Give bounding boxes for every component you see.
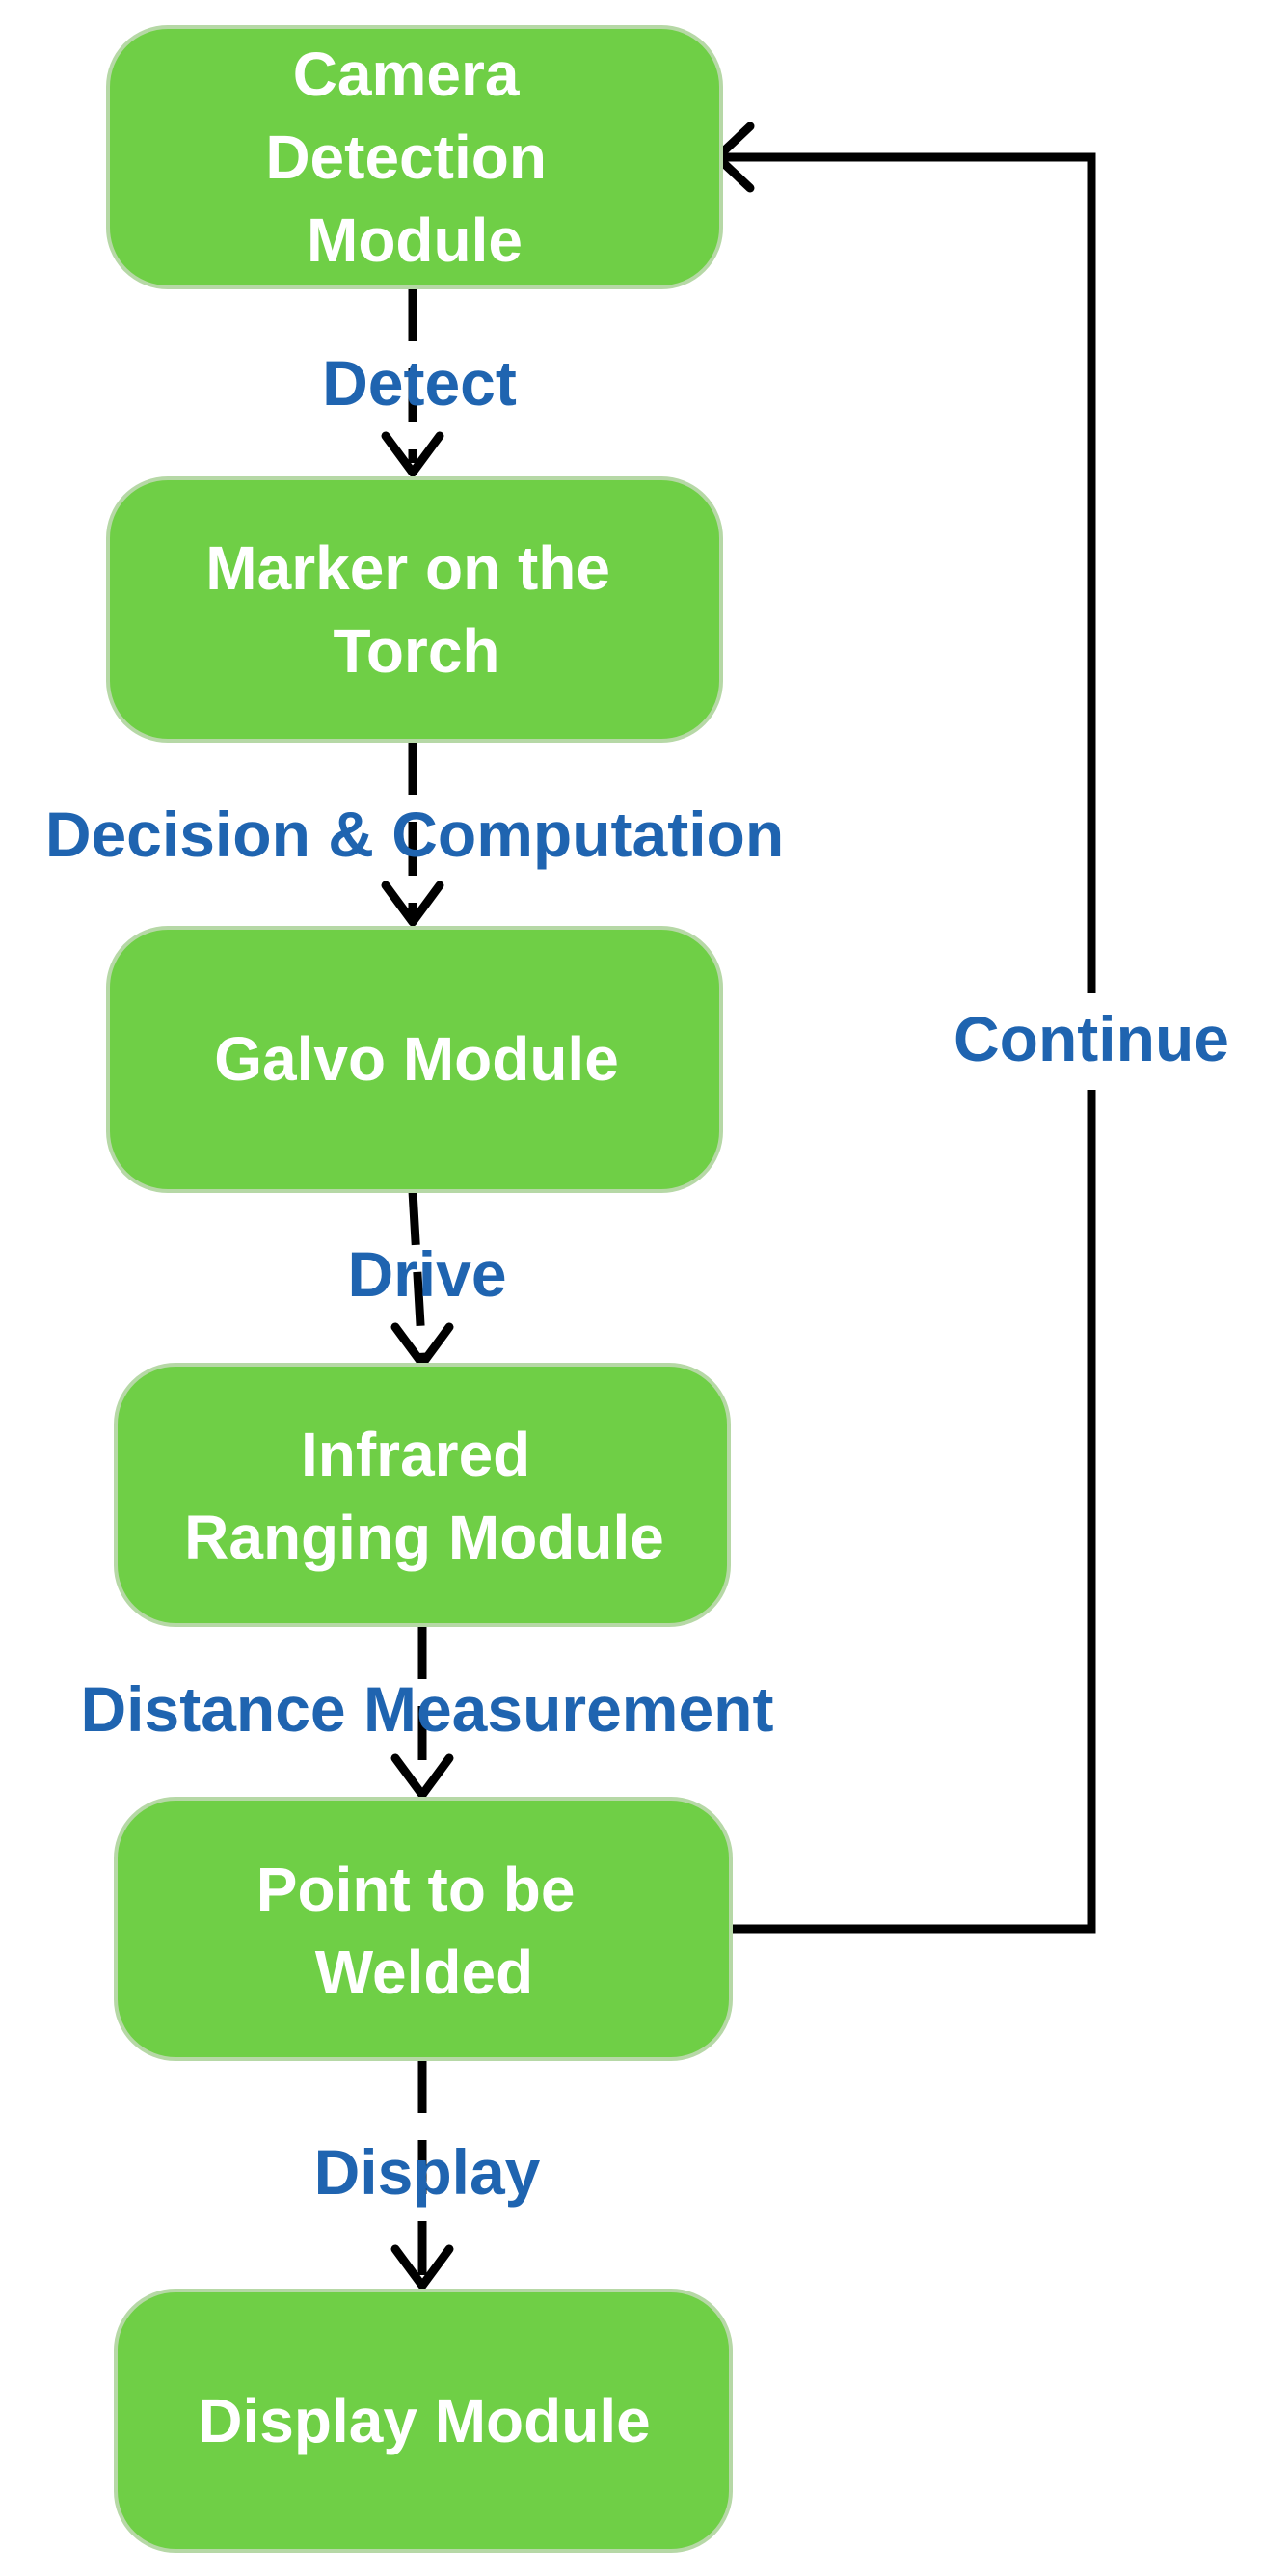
arrow-head-icon bbox=[381, 881, 444, 927]
edge-line bbox=[408, 1190, 427, 1359]
node-label-line: Welded bbox=[315, 1938, 533, 2007]
edge-continue: Continue bbox=[712, 122, 1229, 1934]
node-marker-on-the-torch: Marker on the Torch bbox=[106, 476, 723, 743]
node-camera-detection-module: Camera Detection Module bbox=[106, 25, 723, 289]
node-display-module: Display Module bbox=[114, 2289, 733, 2553]
node-label-line: Detection bbox=[265, 122, 547, 192]
node-label: Infrared Ranging Module bbox=[184, 1420, 664, 1572]
node-label: Galvo Module bbox=[214, 1024, 619, 1094]
edge-label-decision-computation: Decision & Computation bbox=[45, 799, 784, 870]
node-point-to-be-welded: Point to be Welded bbox=[114, 1797, 733, 2061]
edge-display: Display bbox=[314, 2059, 541, 2291]
arrow-head-icon bbox=[390, 1753, 454, 1800]
arrow-head-icon bbox=[390, 2244, 454, 2291]
node-box bbox=[106, 926, 723, 1193]
node-infrared-ranging-module: Infrared Ranging Module bbox=[114, 1363, 731, 1627]
node-label-line: Ranging Module bbox=[184, 1503, 664, 1572]
node-label-line: Torch bbox=[333, 616, 499, 686]
edge-distance: Distance Measurement bbox=[81, 1625, 774, 1800]
node-label-line: Infrared bbox=[301, 1420, 530, 1489]
edge-decision: Decision & Computation bbox=[45, 741, 784, 927]
edge-label-detect: Detect bbox=[322, 347, 517, 419]
node-label-line: Marker on the bbox=[205, 533, 610, 603]
node-label: Display Module bbox=[198, 2386, 650, 2455]
edge-label-display: Display bbox=[314, 2136, 541, 2208]
node-label-line: Point to be bbox=[256, 1855, 576, 1924]
node-label: Marker on the Torch bbox=[205, 533, 627, 686]
node-label-line: Module bbox=[307, 205, 523, 275]
node-box bbox=[114, 2289, 733, 2553]
node-box bbox=[114, 1363, 731, 1627]
node-box bbox=[106, 25, 723, 289]
edge-detect: Detect bbox=[322, 287, 517, 477]
edge-label-distance-measurement: Distance Measurement bbox=[81, 1673, 774, 1745]
edge-label-drive: Drive bbox=[347, 1238, 506, 1310]
arrow-head-icon bbox=[390, 1322, 454, 1369]
arrow-head-icon bbox=[381, 431, 444, 477]
node-label: Camera Detection Module bbox=[265, 40, 563, 275]
node-label: Point to be Welded bbox=[256, 1855, 592, 2007]
edge-label-continue: Continue bbox=[954, 1003, 1229, 1074]
node-galvo-module: Galvo Module bbox=[106, 926, 723, 1193]
node-box bbox=[106, 476, 723, 743]
loop-label-background bbox=[1012, 993, 1170, 1090]
edge-drive: Drive bbox=[347, 1190, 507, 1369]
node-box bbox=[114, 1797, 733, 2061]
node-label-line: Camera bbox=[293, 40, 520, 109]
